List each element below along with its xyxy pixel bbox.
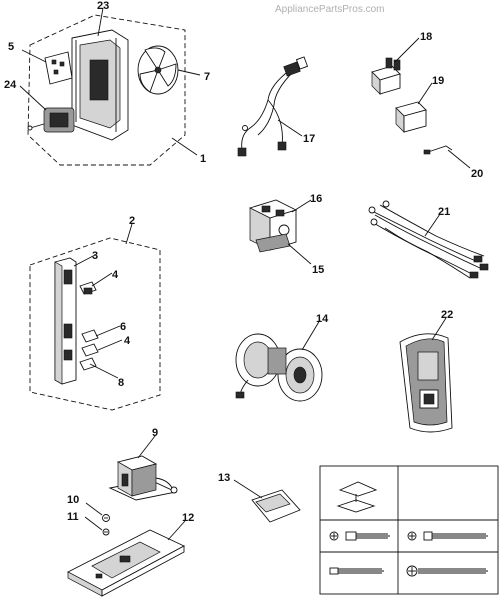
- latch-bracket-icon: [54, 257, 77, 385]
- wire-harness-17: 17: [237, 56, 315, 157]
- capacitor-19: 19: [395, 75, 444, 133]
- callout-19: 19: [432, 75, 444, 87]
- callout-6: 6: [120, 321, 126, 333]
- switch-icon: [79, 281, 99, 371]
- blower-icon: [235, 333, 323, 402]
- screw-icon: [102, 514, 110, 536]
- callout-17: 17: [303, 133, 315, 145]
- callout-24: 24: [4, 79, 17, 91]
- wire-harness-21: 21: [368, 200, 489, 279]
- wire-harness-icon: [237, 56, 309, 157]
- screw-icon: [407, 531, 488, 541]
- callout-22: 22: [441, 309, 453, 321]
- hardware-bag-icon: [251, 489, 301, 523]
- magnetron-16: 16 15: [248, 193, 324, 276]
- callout-11: 11: [67, 511, 79, 523]
- group-2-outline: [29, 237, 161, 411]
- callout-1: 1: [200, 153, 206, 165]
- group-1-outline: [27, 14, 186, 166]
- callout-10: 10: [67, 494, 79, 506]
- control-panel-icon: [399, 333, 453, 433]
- hardware-bag-13: 13: [218, 472, 301, 523]
- callout-23: 23: [97, 0, 109, 12]
- screw-icon: [406, 565, 488, 577]
- base-plate-icon: [67, 529, 186, 597]
- control-panel-22: 22: [399, 309, 453, 433]
- wire-harness-icon: [368, 200, 489, 279]
- callout-20: 20: [471, 168, 483, 180]
- callout-8: 8: [118, 377, 124, 389]
- capacitor-icon: [395, 101, 427, 133]
- switch-icon: [371, 57, 401, 95]
- clip-icon: [336, 481, 378, 513]
- transformer-9: 9: [108, 427, 178, 501]
- fan-blade-icon: [137, 45, 179, 95]
- hardware-table: [319, 465, 499, 595]
- callout-4a: 4: [112, 269, 119, 281]
- callout-4b: 4: [124, 335, 131, 347]
- callout-14: 14: [316, 313, 329, 325]
- magnetron-icon: [248, 199, 298, 253]
- callout-3: 3: [92, 250, 98, 262]
- callout-2: 2: [129, 215, 135, 227]
- fan-assembly-group: 23 5 24 7 1: [4, 0, 210, 166]
- callout-13: 13: [218, 472, 230, 484]
- callout-12: 12: [182, 512, 194, 524]
- latch-assembly-group: 3 4 6 4 8 2: [29, 215, 161, 411]
- blower-14: 14: [235, 313, 329, 402]
- motor-icon: [27, 107, 75, 133]
- callout-5: 5: [8, 41, 14, 53]
- connector-20: 20: [423, 145, 483, 180]
- callout-9: 9: [152, 427, 158, 439]
- callout-18: 18: [420, 31, 432, 43]
- callout-15: 15: [312, 264, 324, 276]
- screws-10-11: 10 11: [67, 494, 110, 536]
- base-plate-12: 12: [67, 512, 194, 597]
- switch-18: 18: [371, 31, 432, 95]
- transformer-icon: [108, 455, 178, 501]
- watermark: AppliancePartsPros.com: [275, 4, 385, 15]
- screw-icon: [329, 531, 390, 541]
- callout-16: 16: [310, 193, 322, 205]
- callout-21: 21: [438, 206, 450, 218]
- callout-7: 7: [204, 71, 210, 83]
- circuit-board-icon: [44, 51, 73, 85]
- fan-assembly-icon: [71, 29, 129, 141]
- screw-icon: [329, 567, 384, 575]
